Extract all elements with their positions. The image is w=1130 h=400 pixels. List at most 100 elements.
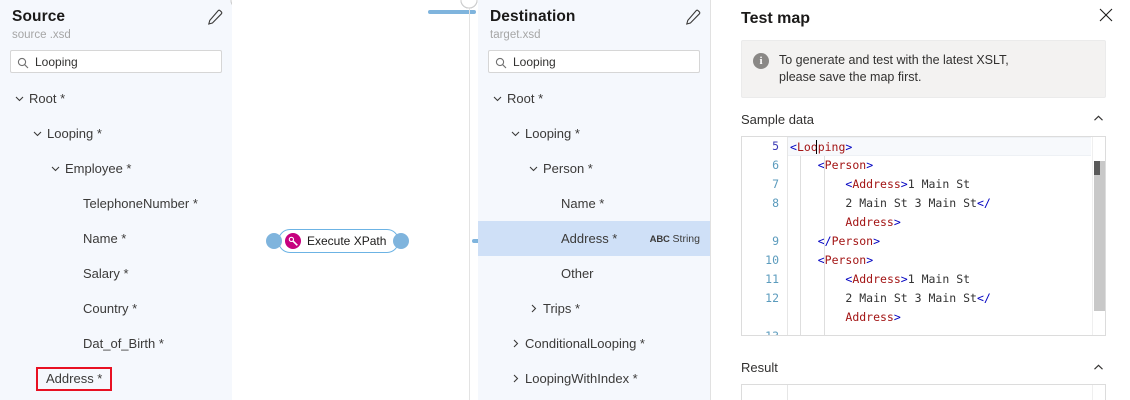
tree-row[interactable]: Employee * — [0, 151, 232, 186]
result-editor[interactable] — [741, 384, 1106, 400]
tree-row[interactable]: Dat_of_Birth * — [0, 326, 232, 361]
destination-search-input[interactable]: Looping — [488, 50, 700, 73]
tree-row[interactable]: Address * — [0, 361, 232, 396]
tree-row[interactable]: Country * — [0, 291, 232, 326]
execute-xpath-node[interactable]: Execute XPath — [266, 229, 410, 253]
chevron-down-icon[interactable] — [12, 92, 26, 106]
result-scrollbar[interactable] — [1092, 385, 1105, 400]
chevron-down-icon[interactable] — [48, 162, 62, 176]
code-token: > — [893, 215, 901, 229]
code-token — [790, 310, 845, 324]
code-token: > — [893, 310, 901, 324]
chevron-right-icon[interactable] — [508, 372, 522, 386]
node-output-wire — [428, 10, 476, 14]
test-map-header: Test map — [711, 0, 1130, 28]
tree-row[interactable]: Person * — [478, 151, 710, 186]
mapping-canvas[interactable]: Execute XPath — [232, 0, 494, 400]
source-tree[interactable]: Root *Looping *Employee * TelephoneNumber… — [0, 81, 232, 396]
tree-row[interactable]: Other — [478, 256, 710, 291]
code-token: Person — [824, 253, 867, 267]
chevron-right-icon[interactable] — [508, 337, 522, 351]
code-token: 1 Main St — [907, 177, 971, 191]
chevron-down-icon[interactable] — [526, 162, 540, 176]
destination-tree[interactable]: Root * Looping * Person * Name *Address *AB… — [478, 81, 710, 396]
result-section-header[interactable]: Result — [741, 360, 1106, 375]
source-title: Source — [12, 8, 66, 25]
line-number: 10 — [765, 253, 779, 267]
tree-row[interactable]: Root * — [0, 81, 232, 116]
tree-row[interactable]: Address *ABC String — [478, 221, 710, 256]
tree-row[interactable]: Looping * — [478, 116, 710, 151]
tree-row[interactable]: Name * — [478, 186, 710, 221]
tree-row[interactable]: Salary * — [0, 256, 232, 291]
code-token: < — [817, 253, 825, 267]
destination-title: Destination — [490, 8, 576, 25]
execute-xpath-node-label: Execute XPath — [307, 234, 387, 248]
code-line[interactable]: </Person> — [788, 232, 1091, 251]
tree-row[interactable]: LoopingWithIndex * — [478, 361, 710, 396]
tree-row[interactable]: Root * — [478, 81, 710, 116]
code-token — [790, 272, 845, 286]
scrollbar-nub — [1094, 161, 1100, 175]
destination-connector-rail — [460, 0, 478, 400]
code-line[interactable]: Address> — [788, 308, 1091, 327]
code-token: > — [900, 177, 908, 191]
node-input-handle[interactable] — [266, 233, 282, 249]
info-message-line2: please save the map first. — [779, 70, 922, 84]
code-line[interactable]: <Person> — [788, 156, 1091, 175]
code-line[interactable]: <Address>1 Main St — [788, 270, 1091, 289]
tree-row-label: Salary * — [83, 266, 129, 281]
tree-row-label: LoopingWithIndex * — [525, 371, 638, 386]
code-line[interactable] — [788, 327, 1091, 335]
editor-vertical-scrollbar[interactable] — [1092, 137, 1105, 335]
code-line[interactable]: 2 Main St 3 Main St</ — [788, 194, 1091, 213]
result-code-area — [787, 385, 1091, 400]
search-icon — [495, 56, 507, 68]
chevron-right-icon[interactable] — [526, 302, 540, 316]
source-subtitle: source .xsd — [12, 29, 71, 41]
tree-row[interactable]: TelephoneNumber * — [0, 186, 232, 221]
tree-row-label: TelephoneNumber * — [83, 196, 198, 211]
tree-row[interactable]: ConditionalLooping * — [478, 326, 710, 361]
text-cursor — [816, 140, 817, 154]
code-line[interactable]: <Address>1 Main St — [788, 175, 1091, 194]
tree-row-label: Address * — [46, 370, 103, 386]
code-token — [790, 177, 845, 191]
chevron-down-icon[interactable] — [30, 127, 44, 141]
tree-row[interactable]: Name * — [0, 221, 232, 256]
close-icon[interactable] — [1096, 5, 1116, 25]
code-line[interactable]: 2 Main St 3 Main St</ — [788, 289, 1091, 308]
node-output-handle[interactable] — [393, 233, 410, 249]
code-line[interactable]: <Person> — [788, 251, 1091, 270]
sample-data-section-header[interactable]: Sample data — [741, 110, 1106, 128]
chevron-down-icon[interactable] — [508, 127, 522, 141]
tree-row-label: Looping * — [525, 126, 580, 141]
code-token: < — [845, 272, 853, 286]
code-line[interactable]: Address> — [788, 213, 1091, 232]
test-map-panel: Test map i To generate and test with the… — [710, 0, 1130, 400]
code-token: Address — [845, 310, 894, 324]
info-message-text: To generate and test with the latest XSL… — [779, 52, 1009, 86]
code-token: Address — [852, 177, 901, 191]
line-number: 12 — [765, 291, 779, 305]
code-line[interactable]: <Looping> — [788, 137, 1091, 156]
source-search-input[interactable]: Looping — [10, 50, 222, 73]
tree-row-label: Person * — [543, 161, 593, 176]
line-number — [742, 308, 786, 327]
chevron-down-icon[interactable] — [490, 92, 504, 106]
tree-row[interactable]: Looping * — [0, 116, 232, 151]
code-token: Address — [852, 272, 901, 286]
scrollbar-thumb[interactable] — [1094, 161, 1105, 311]
code-token — [790, 234, 818, 248]
chevron-up-icon[interactable] — [1092, 361, 1106, 375]
editor-code-area[interactable]: <Looping> <Person> <Address>1 Main St 2 … — [787, 137, 1091, 335]
source-edit-pencil-icon[interactable] — [206, 8, 224, 26]
tree-row[interactable]: Trips * — [478, 291, 710, 326]
destination-edit-pencil-icon[interactable] — [684, 8, 702, 26]
chevron-up-icon[interactable] — [1092, 112, 1106, 126]
info-icon: i — [753, 53, 769, 69]
indent-guide — [824, 156, 825, 335]
highlighted-field-box[interactable]: Address * — [35, 366, 113, 391]
